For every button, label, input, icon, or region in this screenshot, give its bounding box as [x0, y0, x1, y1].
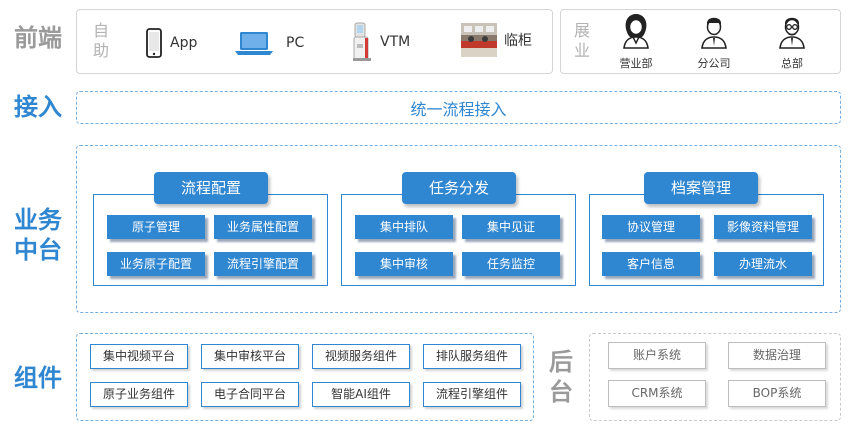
layer-title-backend-text: 后 台: [549, 348, 573, 406]
component-queue-service[interactable]: 排队服务组件: [423, 344, 521, 369]
counter-photo-icon: [461, 23, 497, 57]
backend-account-system[interactable]: 账户系统: [608, 342, 706, 369]
access-panel: [76, 91, 841, 124]
layer-title-frontend: 前端: [14, 24, 62, 52]
backend-crm-system[interactable]: CRM系统: [608, 380, 706, 407]
unified-process-access[interactable]: 统一流程接入: [410, 99, 507, 119]
expand-label: 展 业: [573, 21, 590, 60]
channel-counter-label: 临柜: [504, 33, 532, 49]
central-queue-button[interactable]: 集中排队: [355, 215, 453, 239]
self-service-panel: [76, 9, 553, 74]
backend-panel: [589, 333, 841, 421]
layer-title-components: 组件: [14, 364, 62, 392]
laptop-icon: [235, 32, 273, 55]
male-person-icon: [701, 17, 727, 49]
person-branch-label: 分公司: [697, 57, 731, 70]
task-monitor-button[interactable]: 任务监控: [462, 252, 560, 276]
channel-vtm[interactable]: VTM: [350, 22, 410, 62]
component-central-review-platform[interactable]: 集中审核平台: [201, 344, 299, 369]
channel-pc[interactable]: PC: [234, 30, 304, 56]
layer-title-access: 接入: [14, 93, 62, 121]
middle-panel: [76, 145, 841, 313]
person-headquarters-label: 总部: [781, 57, 803, 70]
atom-management-button[interactable]: 原子管理: [107, 215, 205, 239]
transaction-log-button[interactable]: 办理流水: [714, 252, 812, 276]
mobile-phone-icon: [146, 28, 162, 58]
customer-info-button[interactable]: 客户信息: [602, 252, 700, 276]
person-sales-dept[interactable]: 营业部: [606, 13, 666, 71]
channel-pc-label: PC: [286, 35, 305, 51]
female-person-icon: [623, 14, 649, 49]
layer-title-middle-text: 业务 中台: [14, 206, 62, 264]
expand-panel: [560, 9, 841, 74]
component-smart-ai[interactable]: 智能AI组件: [312, 382, 410, 407]
person-branch[interactable]: 分公司: [684, 13, 744, 71]
process-engine-config-button[interactable]: 流程引擎配置: [214, 252, 312, 276]
components-panel: [76, 333, 534, 421]
channel-vtm-label: VTM: [380, 34, 411, 50]
group-title-task-dispatch[interactable]: 任务分发: [402, 172, 516, 204]
glasses-person-icon: [779, 17, 805, 49]
self-service-label: 自 助: [92, 21, 109, 60]
component-central-video-platform[interactable]: 集中视频平台: [90, 344, 188, 369]
layer-title-backend: 后 台: [549, 347, 573, 407]
component-process-engine[interactable]: 流程引擎组件: [423, 382, 521, 407]
vtm-machine-icon: [353, 22, 371, 61]
component-e-contract-platform[interactable]: 电子合同平台: [201, 382, 299, 407]
central-review-button[interactable]: 集中审核: [355, 252, 453, 276]
component-video-service[interactable]: 视频服务组件: [312, 344, 410, 369]
image-document-management-button[interactable]: 影像资料管理: [714, 215, 812, 239]
business-atom-config-button[interactable]: 业务原子配置: [107, 252, 205, 276]
backend-bop-system[interactable]: BOP系统: [728, 380, 826, 407]
channel-counter[interactable]: 临柜: [461, 23, 532, 57]
channel-app[interactable]: App: [146, 28, 197, 58]
group-title-archive-management[interactable]: 档案管理: [644, 172, 758, 204]
person-headquarters[interactable]: 总部: [762, 13, 822, 71]
channel-app-label: App: [170, 35, 198, 51]
layer-title-middle: 业务 中台: [14, 205, 62, 265]
component-atom-business[interactable]: 原子业务组件: [90, 382, 188, 407]
central-witness-button[interactable]: 集中见证: [462, 215, 560, 239]
backend-data-governance[interactable]: 数据治理: [728, 342, 826, 369]
group-title-process-config[interactable]: 流程配置: [154, 172, 268, 204]
business-attribute-config-button[interactable]: 业务属性配置: [214, 215, 312, 239]
agreement-management-button[interactable]: 协议管理: [602, 215, 700, 239]
person-sales-dept-label: 营业部: [619, 57, 653, 70]
